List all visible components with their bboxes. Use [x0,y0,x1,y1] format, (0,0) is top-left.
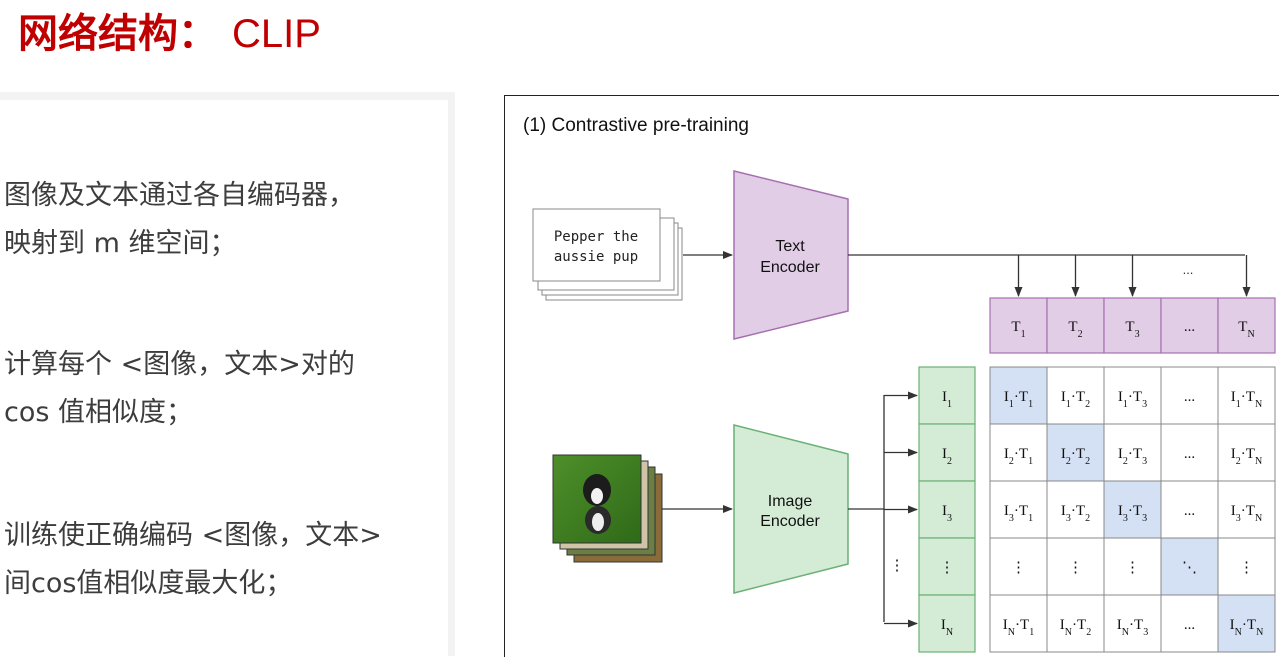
matrix-cell-label: ⋮ [1068,560,1083,576]
matrix-cell-label: ⋮ [1011,560,1026,576]
matrix-cell [1217,480,1276,539]
image-feature-cell [918,594,976,653]
figure-heading: (1) Contrastive pre-training [523,115,749,136]
matrix-cell-label: ... [1184,389,1195,405]
matrix-cell [1046,366,1105,425]
image-bus-vdots: ⋮ [890,558,905,574]
matrix-cell-diagonal [1160,537,1219,596]
text-sample-line-2: aussie pup [554,249,638,265]
matrix-cell-diagonal [1046,423,1105,482]
bullet-2-line-1: 计算每个 <图像，文本>对的 [4,349,355,380]
text-encoder-label-2: Encoder [760,259,820,276]
matrix-cell-label: ... [1184,617,1195,633]
bullet-2: 计算每个 <图像，文本>对的 cos 值相似度； [4,341,355,437]
matrix-cell [1160,423,1219,482]
slide-title: 网络结构： CLIP [18,6,321,62]
text-bus-ellipsis: ... [1183,262,1194,277]
matrix-cell [989,480,1048,539]
image-feature-cell [918,366,976,425]
text-encoder [733,170,849,340]
text-feature-label: TN [1238,319,1254,340]
matrix-cell [1046,594,1105,653]
matrix-cell-label: I1·T3 [1118,389,1147,410]
matrix-cell-label: ... [1184,446,1195,462]
image-encoder-label-2: Encoder [760,513,820,530]
matrix-cell [1217,537,1276,596]
matrix-cell-label: I2·TN [1231,446,1262,467]
matrix-cell-label: IN·T2 [1060,617,1091,638]
matrix-cell [1217,366,1276,425]
matrix-cell [1160,480,1219,539]
matrix-cell [1160,594,1219,653]
matrix-cell-label: I1·T1 [1004,389,1033,410]
image-feature-label: ⋮ [940,560,955,576]
matrix-cell-label: I3·T1 [1004,503,1033,524]
matrix-cell-label: ⋱ [1182,560,1197,576]
bullet-3-line-2: 间cos值相似度最大化； [4,568,293,599]
matrix-cell-label: IN·T1 [1003,617,1034,638]
image-feature-arrows [884,391,918,628]
bullet-1-line-2: 映射到 m 维空间； [4,228,237,259]
matrix-cell-label: ⋮ [1125,560,1140,576]
text-feature-arrows [1014,255,1251,297]
text-feature-label: T2 [1068,319,1082,340]
matrix-cell-diagonal [1217,594,1276,653]
image-encoder-label-1: Image [768,493,813,510]
text-feature-cell [1217,297,1276,354]
matrix-cell [1160,366,1219,425]
text-feature-cell [989,297,1048,354]
text-feature-row: T1 T2 T3... TN [989,297,1276,354]
matrix-cell-label: I3·T3 [1118,503,1147,524]
text-feature-label: T3 [1125,319,1139,340]
matrix-cell-diagonal [1103,480,1162,539]
matrix-cell [1103,594,1162,653]
matrix-cell-label: ... [1184,503,1195,519]
image-feature-label: I1 [942,389,952,410]
matrix-cell-label: I2·T3 [1118,446,1147,467]
matrix-cell-label: I3·T2 [1061,503,1090,524]
matrix-cell-label: IN·T3 [1117,617,1148,638]
slide-title-text: 网络结构： [18,11,218,57]
matrix-cell-label: IN·TN [1230,617,1264,638]
text-feature-cell [1046,297,1105,354]
slide-title-suffix: CLIP [232,12,321,56]
matrix-cell-label: I1·TN [1231,389,1262,410]
matrix-cell-label: I2·T1 [1004,446,1033,467]
bullet-1-line-1: 图像及文本通过各自编码器， [4,180,355,211]
matrix-cell-label: I3·TN [1231,503,1262,524]
image-feature-label: IN [941,617,953,638]
image-input-stack [552,454,663,563]
image-feature-label: I3 [942,503,952,524]
text-input-stack: Pepper the aussie pup [532,208,683,301]
matrix-cell-label: I2·T2 [1061,446,1090,467]
bullet-1: 图像及文本通过各自编码器， 映射到 m 维空间； [4,172,355,268]
matrix-cell [1046,537,1105,596]
image-feature-cell [918,423,976,482]
text-feature-label: T1 [1011,319,1025,340]
text-panel-inner [0,100,448,664]
image-feature-cell [918,480,976,539]
bullet-3-line-1: 训练使正确编码 <图像，文本> [4,520,382,551]
text-encoder-label-1: Text [775,238,805,255]
matrix-cell-label: I1·T2 [1061,389,1090,410]
text-feature-label: ... [1184,319,1195,335]
text-sample-line-1: Pepper the [554,229,638,245]
matrix-cell-label: ⋮ [1239,560,1254,576]
image-feature-label: I2 [942,446,952,467]
similarity-matrix: I1·T1 I1·T2 I1·T3... I1·TN I2·T1 I2·T2 I2·T3..… [989,366,1276,653]
bullet-3: 训练使正确编码 <图像，文本> 间cos值相似度最大化； [4,512,382,608]
bullet-2-line-2: cos 值相似度； [4,397,194,428]
image-encoder [733,424,849,594]
matrix-cell [989,594,1048,653]
